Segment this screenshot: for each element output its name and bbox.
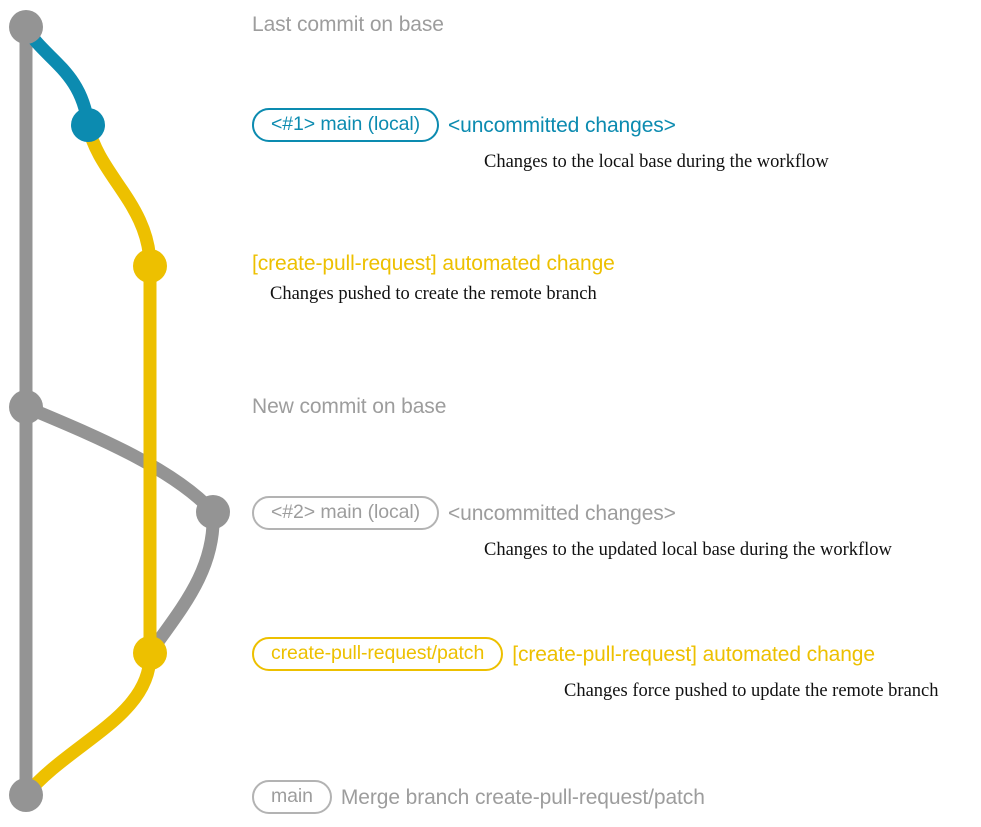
- commit-row-automated-change-2: create-pull-request/patch [create-pull-r…: [252, 637, 939, 701]
- row-main: create-pull-request/patch [create-pull-r…: [252, 637, 875, 671]
- commit-subject: Last commit on base: [252, 13, 444, 36]
- commit-row-new-commit-on-base: New commit on base: [252, 396, 446, 417]
- ref-pill-main[interactable]: main: [252, 780, 332, 814]
- row-main: [create-pull-request] automated change: [252, 253, 615, 274]
- commit-subject: New commit on base: [252, 395, 447, 418]
- row-main: <#2> main (local) <uncommitted changes>: [252, 496, 676, 530]
- ref-pill-main-local-1[interactable]: <#1> main (local): [252, 108, 439, 142]
- commit-subject: Merge branch create-pull-request/patch: [340, 785, 705, 809]
- commit-row-local-uncommitted-2: <#2> main (local) <uncommitted changes> …: [252, 496, 892, 560]
- commit-note: Changes to the updated local base during…: [484, 540, 892, 560]
- commit-subject: [create-pull-request] automated change: [512, 642, 875, 666]
- commit-row-merge-commit: main Merge branch create-pull-request/pa…: [252, 780, 705, 814]
- row-main: New commit on base: [252, 396, 446, 417]
- commit-row-automated-change-1: [create-pull-request] automated change C…: [252, 253, 615, 304]
- commit-subject: <uncommitted changes>: [447, 501, 676, 525]
- commit-note: Changes force pushed to update the remot…: [564, 681, 939, 701]
- row-main: main Merge branch create-pull-request/pa…: [252, 780, 705, 814]
- row-main: Last commit on base: [252, 14, 444, 35]
- commit-subject: <uncommitted changes>: [447, 113, 676, 137]
- row-main: <#1> main (local) <uncommitted changes>: [252, 108, 676, 142]
- ref-pill-create-pull-request-patch[interactable]: create-pull-request/patch: [252, 637, 504, 671]
- commit-row-local-uncommitted-1: <#1> main (local) <uncommitted changes> …: [252, 108, 829, 172]
- commit-row-last-commit-on-base: Last commit on base: [252, 14, 444, 35]
- commit-subject: [create-pull-request] automated change: [252, 252, 615, 275]
- commit-note: Changes to the local base during the wor…: [484, 152, 829, 172]
- commit-note: Changes pushed to create the remote bran…: [270, 284, 597, 304]
- ref-pill-main-local-2[interactable]: <#2> main (local): [252, 496, 439, 530]
